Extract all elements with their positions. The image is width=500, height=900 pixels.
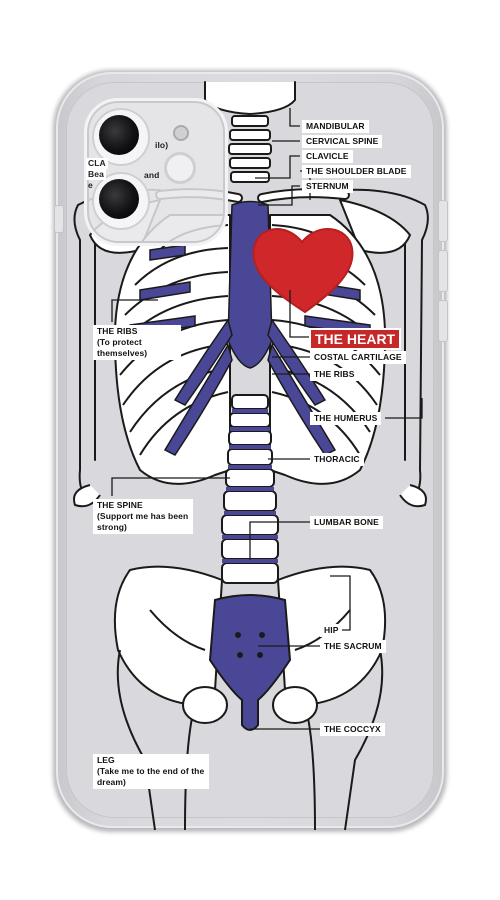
spinal-disc — [228, 465, 272, 469]
sacral-foramen — [237, 652, 243, 658]
rib-line — [134, 247, 229, 286]
label-thoracic: THORACIC — [310, 453, 364, 466]
leader-line-mandibular — [289, 108, 300, 127]
right-femur-outer — [344, 649, 384, 831]
costal-cartilage-left-upper — [149, 244, 186, 261]
spinal-disc — [230, 427, 270, 431]
label-leg-title: LEG — [97, 755, 115, 765]
label-the-ribs-left-sub: (To protect themselves) — [97, 337, 148, 358]
camera-lens-bottom-icon — [99, 179, 139, 219]
right-hand — [399, 484, 427, 508]
power-button — [438, 300, 448, 342]
label-the-heart: THE HEART — [309, 328, 402, 350]
costal-cartilage-right-lower — [267, 343, 337, 456]
leader-line-lumbar — [249, 521, 310, 560]
camera-lens-top-icon — [99, 115, 139, 155]
thoracic-vertebra — [228, 430, 272, 446]
leader-line-humerus — [385, 398, 423, 419]
label-the-ribs-left-title: THE RIBS — [97, 326, 138, 336]
label-the-ribs-left: THE RIBS (To protect themselves) — [93, 325, 181, 360]
heart-icon — [252, 228, 354, 314]
volume-up-button — [438, 200, 448, 242]
cervical-vertebra — [230, 171, 270, 183]
leader-line-clavicle — [255, 155, 300, 179]
label-clavicle: CLAVICLE — [302, 150, 353, 163]
camera-occluded-label-2: Bea — [86, 169, 106, 180]
spinal-disc — [229, 445, 271, 449]
costal-cartilage-left-lower — [163, 343, 233, 456]
right-hip-joint — [272, 686, 318, 724]
lumbar-vertebra — [223, 490, 277, 512]
sacral-foramen — [235, 632, 241, 638]
lumbar-vertebra — [225, 468, 275, 488]
camera-occluded-label-1: CLA — [86, 158, 108, 169]
flash-icon — [164, 152, 196, 184]
cervical-vertebra — [229, 129, 271, 141]
spinal-disc — [226, 487, 274, 491]
thoracic-vertebra — [229, 412, 271, 428]
sternum — [227, 200, 273, 369]
label-the-humerus: THE HUMERUS — [310, 412, 382, 425]
leader-line-ribs-left — [111, 299, 158, 322]
label-mandibular: MANDIBULAR — [302, 120, 369, 133]
cervical-vertebra — [229, 157, 271, 169]
clavicle-right — [259, 190, 348, 201]
label-the-spine: THE SPINE (Support me has been strong) — [93, 499, 193, 534]
pelvis-left — [113, 565, 223, 706]
mute-switch — [54, 205, 64, 233]
thoracic-vertebra — [231, 394, 269, 410]
label-the-coccyx: THE COCCYX — [320, 723, 385, 736]
leader-line-heart — [289, 290, 312, 338]
cervical-vertebra — [228, 143, 272, 155]
costal-cartilage-left — [173, 318, 233, 406]
right-arm-outline — [344, 188, 429, 501]
camera-occluded-label-3: ilo) — [155, 140, 169, 150]
label-leg-sub: (Take me to the end of the dream) — [97, 766, 205, 787]
costal-cartilage-left-upper — [139, 281, 191, 301]
sacrum — [208, 594, 292, 731]
thoracic-vertebra — [227, 448, 273, 466]
pelvis-left-inner — [149, 609, 206, 651]
microphone-icon — [173, 125, 189, 141]
label-the-spine-sub: (Support me has been strong) — [97, 511, 189, 532]
label-leg: LEG (Take me to the end of the dream) — [93, 754, 209, 789]
label-hip: HIP — [320, 624, 343, 637]
camera-occluded-label-5: e — [88, 180, 93, 190]
volume-down-button — [438, 250, 448, 292]
spinal-disc — [232, 409, 268, 413]
leader-line-spine — [111, 477, 230, 496]
sacral-foramen — [259, 632, 265, 638]
label-sternum: STERNUM — [302, 180, 353, 193]
label-the-sacrum: THE SACRUM — [320, 640, 386, 653]
label-shoulder-blade: THE SHOULDER BLADE — [302, 165, 411, 178]
label-cervical-spine: CERVICAL SPINE — [302, 135, 383, 148]
label-lumbar-bone: LUMBAR BONE — [310, 516, 383, 529]
sacral-foramen — [257, 652, 263, 658]
spinal-disc — [224, 511, 276, 515]
camera-occluded-label-4: and — [144, 170, 160, 180]
lumbar-vertebra — [221, 562, 279, 584]
cervical-vertebra — [231, 115, 269, 127]
rib-line — [139, 391, 229, 456]
label-the-spine-title: THE SPINE — [97, 500, 143, 510]
leader-line-sternum — [258, 185, 300, 206]
label-costal-cartilage: COSTAL CARTILAGE — [310, 351, 406, 364]
right-femur-inner — [304, 704, 316, 831]
left-hip-joint — [182, 686, 228, 724]
spinal-disc — [222, 559, 278, 563]
label-the-ribs-right: THE RIBS — [310, 368, 359, 381]
costal-cartilage-right — [267, 318, 327, 406]
